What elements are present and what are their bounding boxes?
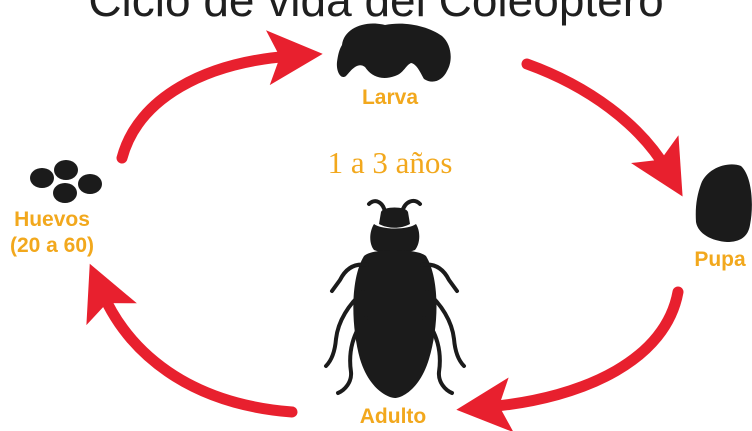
arrow-larva-to-pupa <box>521 58 683 197</box>
adult-label: Adulto <box>360 405 426 428</box>
diagram-title: Ciclo de vida del Coleóptero <box>88 0 663 26</box>
larva-label: Larva <box>362 86 418 109</box>
beetle-icon <box>324 198 466 398</box>
eggs-count-label: (20 a 60) <box>10 234 94 257</box>
arrow-eggs-to-larva <box>116 30 323 164</box>
pupa-icon <box>695 164 752 242</box>
larva-icon <box>336 23 451 82</box>
pupa-label: Pupa <box>694 248 746 271</box>
cycle-duration: 1 a 3 años <box>328 145 453 180</box>
arrow-adult-to-eggs <box>86 263 298 418</box>
cycle-arrows <box>86 30 684 431</box>
eggs-label: Huevos <box>14 208 90 231</box>
egg-cluster-icon <box>30 160 102 203</box>
arrow-pupa-to-adult <box>456 286 684 431</box>
